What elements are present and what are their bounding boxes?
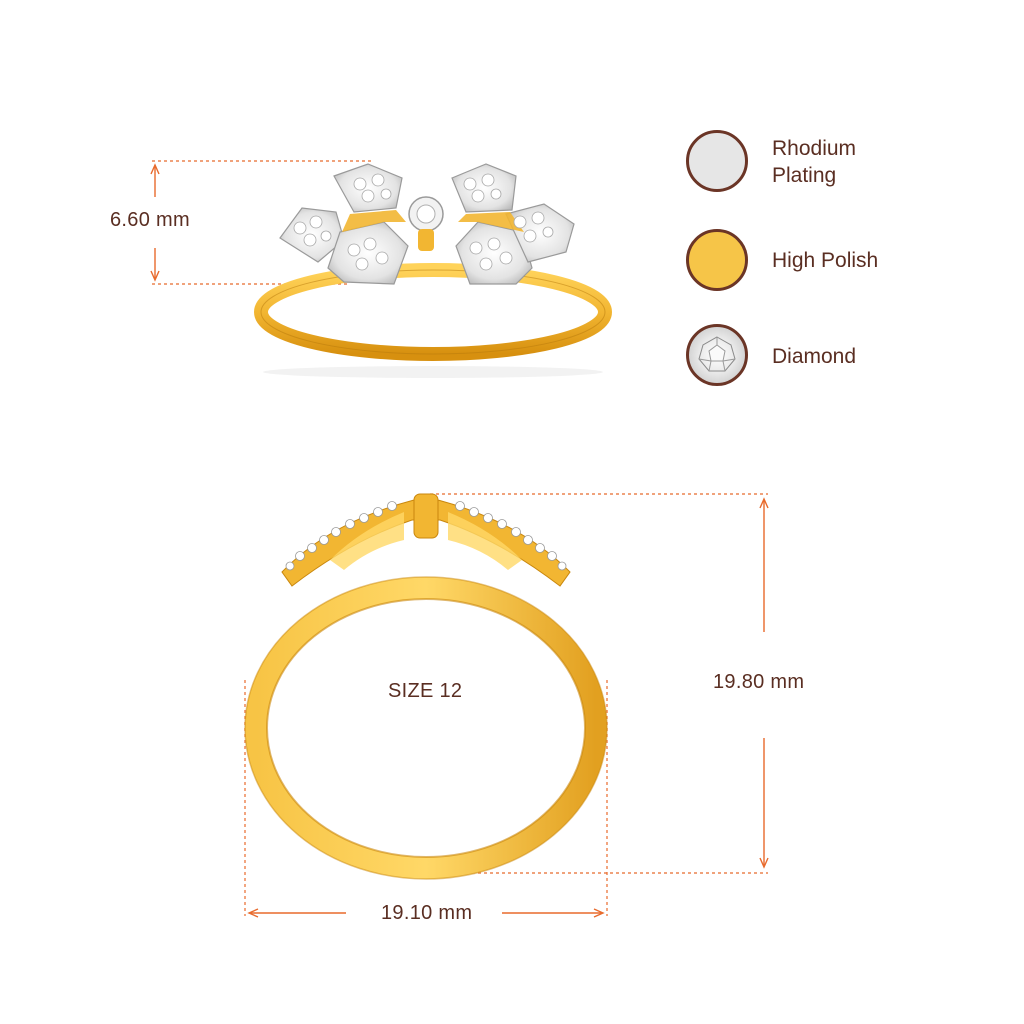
ring-height-label: 19.80 mm (713, 671, 805, 693)
diamond-swatch-icon (686, 324, 748, 386)
legend-item-rhodium: Rhodium Plating (686, 130, 1006, 198)
legend-item-diamond: Diamond (686, 324, 1006, 392)
petal-upper-right (451, 163, 517, 213)
petal-lower-left (327, 221, 409, 285)
ring-top-view (254, 163, 612, 378)
center-bezel-post (418, 229, 434, 251)
front-height-dimension (430, 493, 769, 874)
legend-label-rhodium: Rhodium Plating (772, 137, 857, 187)
top-height-dimension (150, 160, 372, 285)
ring-size-label: SIZE 12 (388, 680, 463, 702)
gold-swatch-icon (686, 229, 748, 291)
top-ring-band (254, 263, 612, 361)
legend-label-diamond: Diamond (772, 345, 857, 368)
legend-label-high-polish: High Polish (772, 249, 879, 272)
ring-width-label: 19.10 mm (381, 902, 473, 924)
front-center-post (413, 493, 439, 539)
rhodium-swatch-icon (686, 130, 748, 192)
top-dim-lower-arrow (150, 270, 160, 282)
top-height-label: 6.60 mm (110, 209, 190, 231)
center-diamond (416, 204, 436, 224)
front-width-dimension (244, 680, 608, 918)
top-diamond-stones (293, 173, 554, 271)
top-dim-upper-arrow (150, 163, 160, 175)
front-diamond-row (285, 501, 567, 571)
front-ring-band (245, 577, 607, 879)
petal-upper-left (333, 163, 403, 213)
legend-item-high-polish: High Polish (686, 229, 1006, 297)
top-ring-shadow (263, 366, 603, 378)
ring-front-view (244, 493, 608, 880)
